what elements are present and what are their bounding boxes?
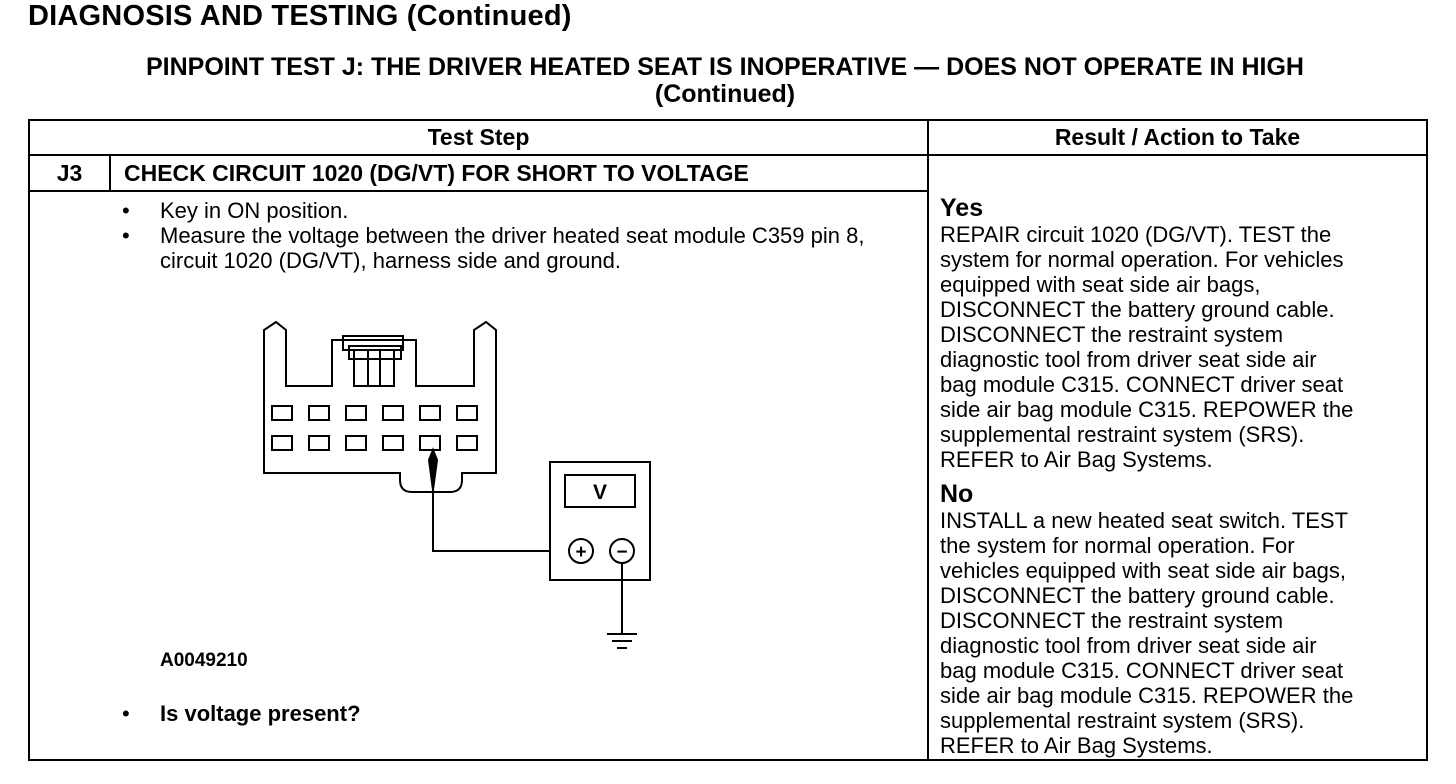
page-heading: DIAGNOSIS AND TESTING (Continued)	[28, 0, 572, 32]
pinpoint-test-title-line1: PINPOINT TEST J: THE DRIVER HEATED SEAT …	[146, 53, 1304, 81]
instruction-text: Measure the voltage between the driver h…	[160, 223, 865, 273]
question-text: Is voltage present?	[160, 701, 361, 726]
negative-terminal-symbol: −	[616, 542, 627, 563]
bullet-icon: •	[122, 198, 130, 223]
header-divider	[28, 154, 1428, 156]
bullet-icon: •	[122, 701, 130, 726]
list-item: • Measure the voltage between the driver…	[118, 223, 908, 273]
pinpoint-test-title: PINPOINT TEST J: THE DRIVER HEATED SEAT …	[30, 54, 1420, 108]
test-table	[28, 119, 1428, 761]
result-yes: Yes REPAIR circuit 1020 (DG/VT). TEST th…	[940, 194, 1422, 473]
column-header-result: Result / Action to Take	[1054, 124, 1301, 150]
instruction-text: Key in ON position.	[160, 198, 349, 223]
pinpoint-test-title-line2: (Continued)	[654, 80, 796, 108]
positive-terminal-symbol: +	[575, 542, 586, 563]
connector-illustration	[263, 320, 497, 493]
result-no-text: INSTALL a new heated seat switch. TEST t…	[940, 508, 1354, 758]
column-header-test-step: Test Step	[427, 124, 530, 150]
result-yes-text: REPAIR circuit 1020 (DG/VT). TEST the sy…	[940, 222, 1354, 472]
result-no: No INSTALL a new heated seat switch. TES…	[940, 480, 1422, 759]
figure-id: A0049210	[160, 650, 248, 671]
list-item: • Key in ON position.	[118, 198, 908, 223]
test-probe	[427, 447, 551, 552]
step-id: J3	[56, 160, 83, 186]
ground-icon	[607, 563, 637, 649]
test-question: • Is voltage present?	[118, 701, 361, 727]
step-divider	[28, 190, 929, 192]
step-title: CHECK CIRCUIT 1020 (DG/VT) FOR SHORT TO …	[124, 160, 749, 186]
result-yes-label: Yes	[940, 194, 984, 222]
step-id-divider	[109, 156, 111, 191]
connector-voltmeter-diagram: V + −	[263, 320, 651, 649]
column-divider	[927, 119, 929, 761]
result-no-label: No	[940, 480, 974, 508]
step-instructions: • Key in ON position. • Measure the volt…	[118, 198, 908, 273]
voltmeter: V + −	[549, 461, 651, 581]
voltmeter-symbol: V	[593, 481, 607, 504]
bullet-icon: •	[122, 223, 130, 248]
